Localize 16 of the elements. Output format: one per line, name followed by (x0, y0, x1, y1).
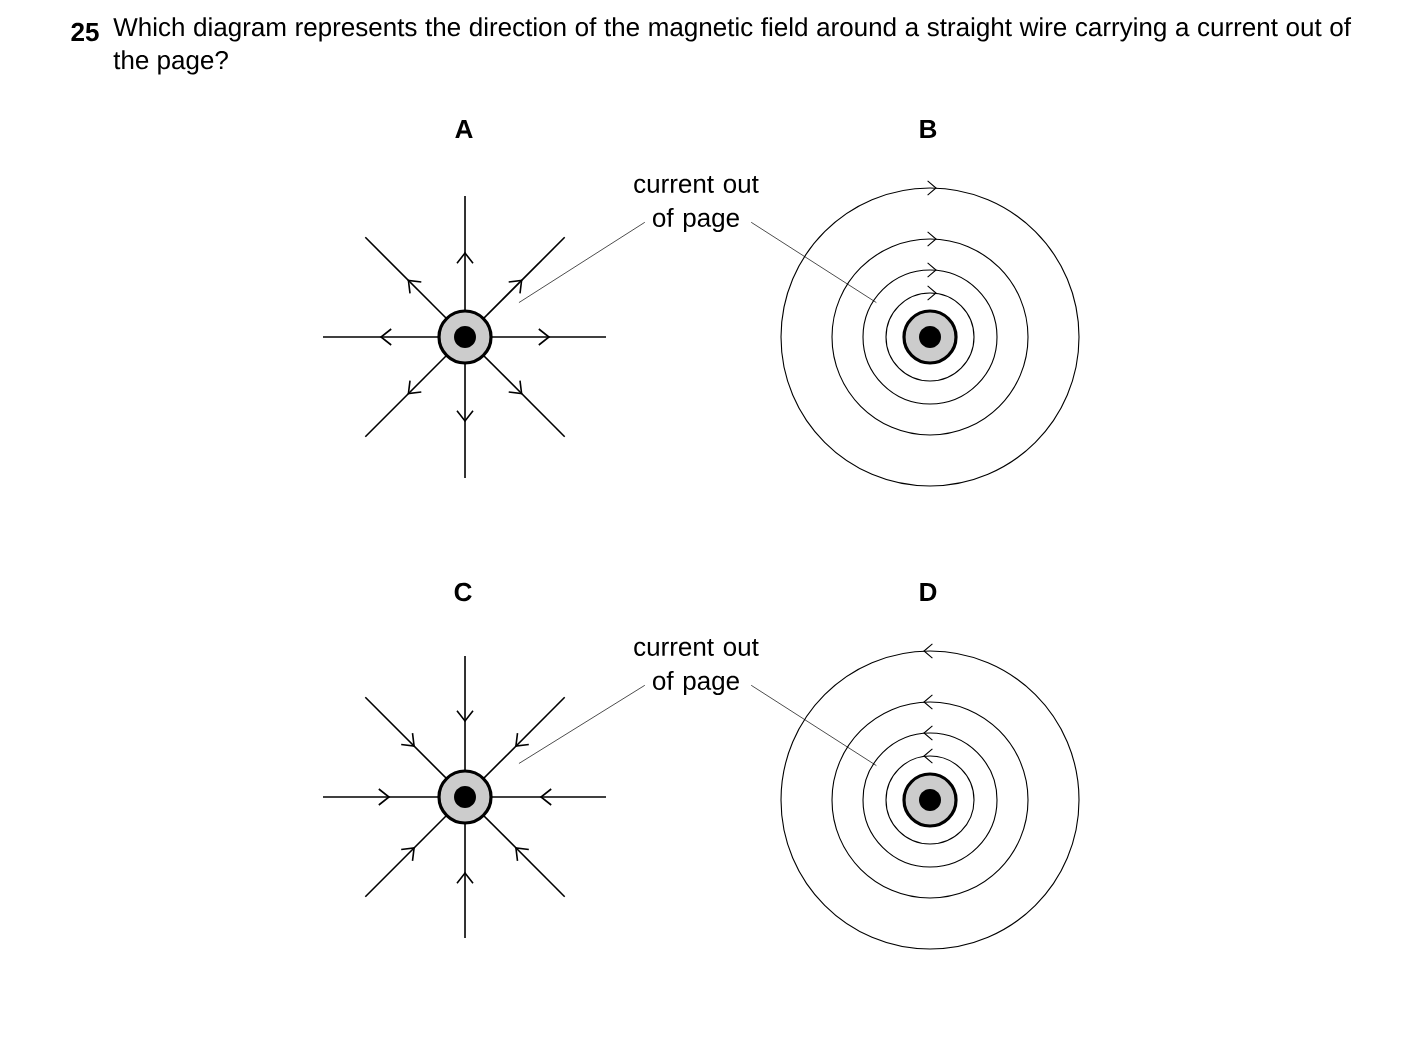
option-letter: C (454, 582, 472, 602)
callout-label: current out of page (634, 638, 759, 696)
leader-line (750, 684, 877, 766)
wire-symbol (902, 309, 958, 365)
leader-line (518, 684, 646, 764)
leader-line (750, 221, 877, 303)
question-number: 25 (71, 22, 99, 42)
wire-symbol (437, 769, 493, 825)
question-text: Which diagram represents the direction of the magnetic field around a straight wire carrying a current out of the page? (113, 17, 1352, 75)
option-letter: A (455, 120, 473, 138)
leader-line (518, 221, 646, 303)
option-letter: D (920, 583, 937, 601)
wire-symbol (437, 309, 493, 365)
option-letter: B (920, 120, 937, 138)
callout-label: current out of page (634, 175, 759, 233)
wire-symbol (902, 772, 958, 828)
